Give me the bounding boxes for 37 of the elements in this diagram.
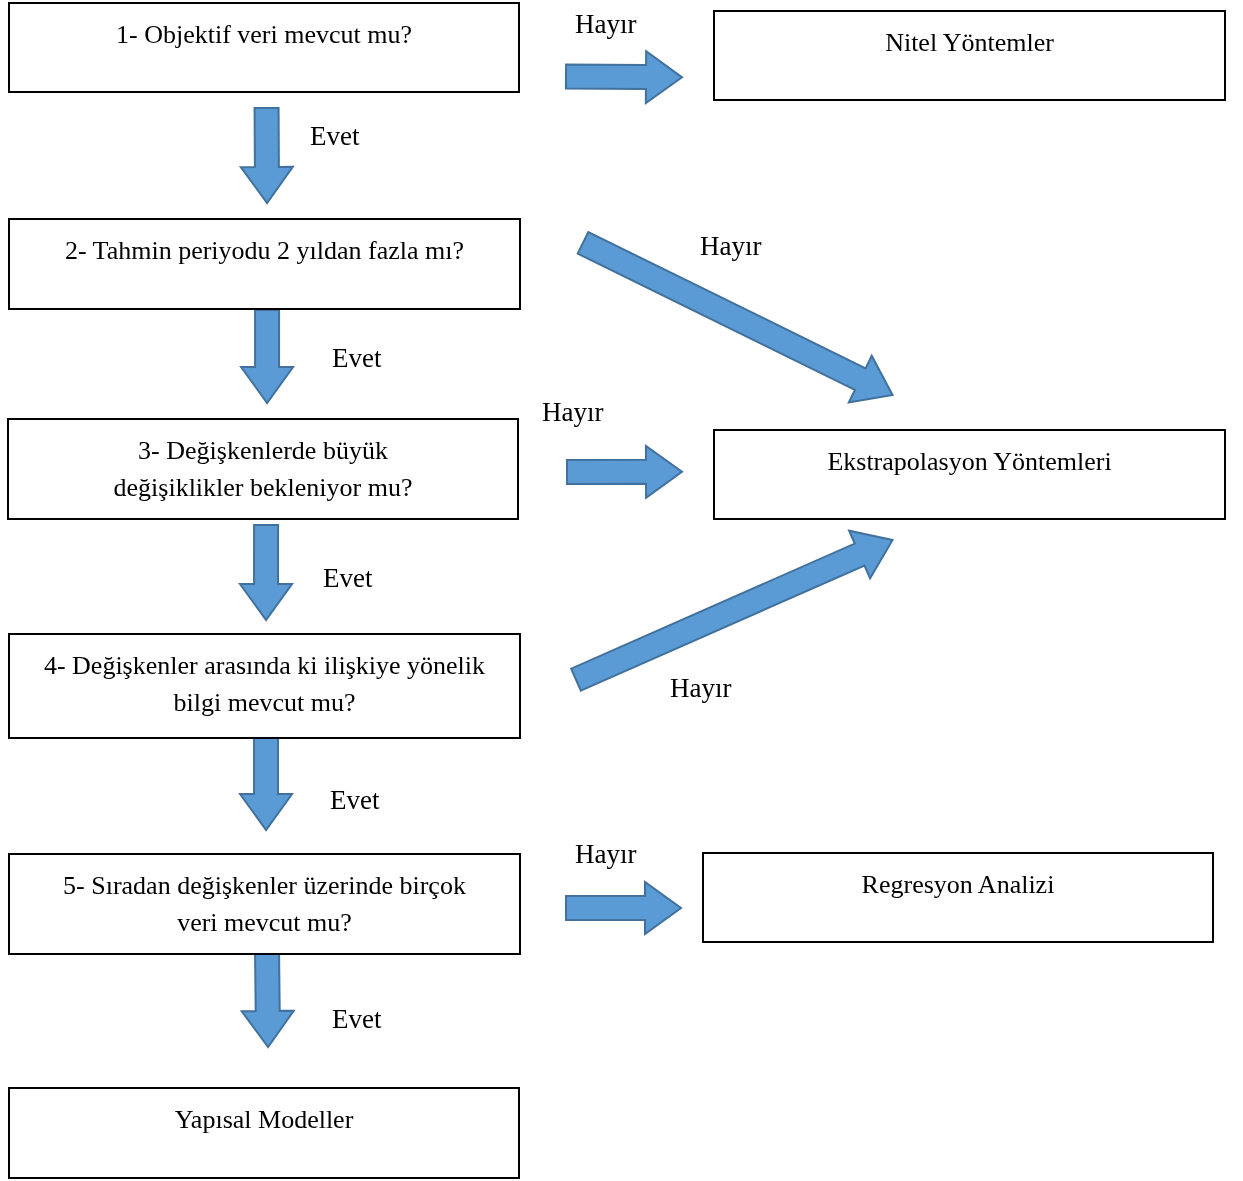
block-arrow [238, 524, 294, 622]
edge-label: Evet [323, 562, 373, 594]
box-text: Ekstrapolasyon Yöntemleri [827, 446, 1112, 478]
box-text: 3- Değişkenlerde büyük değişiklikler bekleniyor mu? [112, 435, 414, 504]
block-arrow [238, 106, 295, 205]
process-box [8, 2, 520, 93]
edge-label: Evet [332, 342, 382, 374]
process-box [8, 218, 521, 310]
box-text: 5- Sıradan değişkenler üzerinde birçok veri mevcut mu? [62, 870, 467, 939]
block-arrow [564, 49, 684, 106]
edge-label: Hayır [575, 8, 637, 40]
box-text: 1- Objektif veri mevcut mu? [116, 19, 412, 51]
edge-label: Hayır [542, 396, 604, 428]
edge-label: Hayır [700, 230, 762, 262]
box-text: Yapısal Modeller [174, 1104, 354, 1136]
process-box [702, 852, 1214, 943]
edge-label: Hayır [575, 838, 637, 870]
block-arrow [565, 443, 684, 500]
process-box [7, 418, 519, 520]
block-arrow [239, 309, 296, 405]
process-box [713, 429, 1226, 520]
block-arrow [576, 230, 895, 404]
process-box [713, 10, 1226, 101]
edge-label: Evet [332, 1003, 382, 1035]
block-arrow [238, 736, 294, 832]
box-text: Nitel Yöntemler [885, 27, 1054, 59]
edge-label: Evet [330, 784, 380, 816]
edge-label: Hayır [670, 672, 732, 704]
box-text: 2- Tahmin periyodu 2 yıldan fazla mı? [64, 235, 465, 267]
process-box [8, 633, 521, 739]
box-text: 4- Değişkenler arasında ki ilişkiye yönelik bilgi mevcut mu? [42, 650, 487, 719]
edge-label: Evet [310, 120, 360, 152]
process-box [8, 1087, 520, 1179]
box-text: Regresyon Analizi [861, 869, 1055, 901]
block-arrow [569, 529, 895, 692]
process-box [8, 853, 521, 955]
block-arrow [565, 880, 683, 936]
